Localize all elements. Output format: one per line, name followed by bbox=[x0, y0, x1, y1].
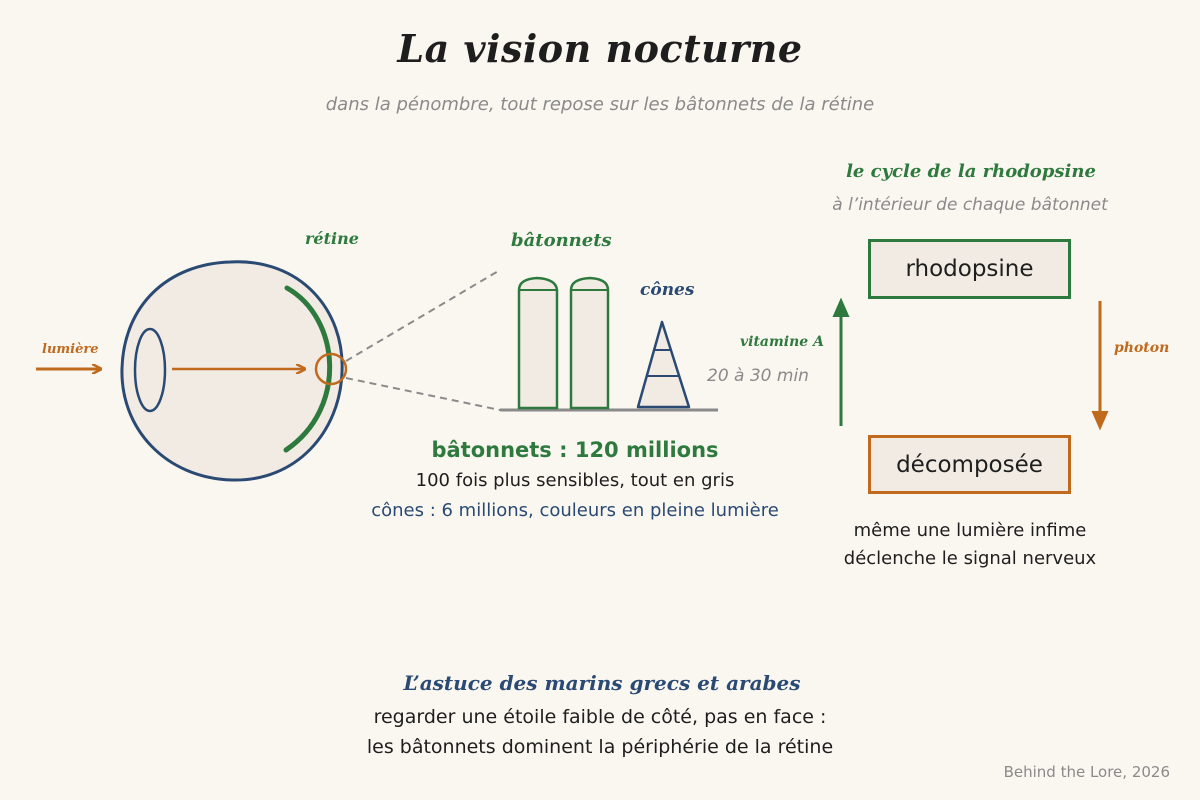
rods-count: bâtonnets : 120 millions bbox=[431, 438, 719, 462]
retina-label: rétine bbox=[305, 229, 359, 248]
eye-illustration bbox=[36, 260, 348, 482]
vitamin-a-label: vitamine A bbox=[740, 334, 824, 350]
rod-2 bbox=[569, 276, 610, 410]
light-label: lumière bbox=[42, 342, 99, 357]
rhodopsin-box: rhodopsine bbox=[868, 239, 1071, 299]
photon-arrow-head bbox=[1091, 411, 1109, 431]
cycle-title: le cycle de la rhodopsine bbox=[846, 161, 1096, 182]
eyeball bbox=[120, 260, 344, 482]
rods-sensitivity: 100 fois plus sensibles, tout en gris bbox=[415, 470, 735, 491]
zoom-line-top bbox=[345, 269, 501, 362]
rhodopsin-box-label: rhodopsine bbox=[905, 256, 1034, 282]
photoreceptors bbox=[500, 276, 718, 412]
retina-arc bbox=[283, 285, 333, 453]
tip-line-2: les bâtonnets dominent la périphérie de … bbox=[366, 736, 834, 758]
cones-label: cônes bbox=[640, 280, 695, 300]
decomposed-box-label: décomposée bbox=[896, 451, 1043, 478]
page-title: La vision nocturne bbox=[397, 26, 803, 71]
cone bbox=[636, 320, 691, 409]
credit: Behind the Lore, 2026 bbox=[1003, 763, 1170, 781]
cycle-subtitle: à l’intérieur de chaque bâtonnet bbox=[832, 195, 1108, 215]
page-subtitle: dans la pénombre, tout repose sur les bâ… bbox=[325, 94, 875, 115]
lens bbox=[133, 327, 167, 413]
rods-label: bâtonnets bbox=[511, 230, 612, 251]
cones-count: cônes : 6 millions, couleurs en pleine l… bbox=[371, 500, 779, 521]
cycle-note-line-2: déclenche le signal nerveux bbox=[843, 548, 1097, 569]
zoom-line-bottom bbox=[345, 377, 501, 411]
cycle-note-line-1: même une lumière infime bbox=[853, 520, 1087, 541]
vitamin-a-arrow-head bbox=[832, 297, 850, 317]
tip-title: L’astuce des marins grecs et arabes bbox=[403, 671, 801, 695]
decomposed-box: décomposée bbox=[868, 435, 1071, 494]
tip-line-1: regarder une étoile faible de côté, pas … bbox=[373, 706, 827, 728]
regeneration-time-label: 20 à 30 min bbox=[707, 366, 809, 386]
cycle-arrows bbox=[832, 297, 1109, 431]
rod-1 bbox=[517, 276, 559, 410]
retina-zoom-circle bbox=[314, 352, 348, 386]
photon-label: photon bbox=[1114, 340, 1170, 356]
